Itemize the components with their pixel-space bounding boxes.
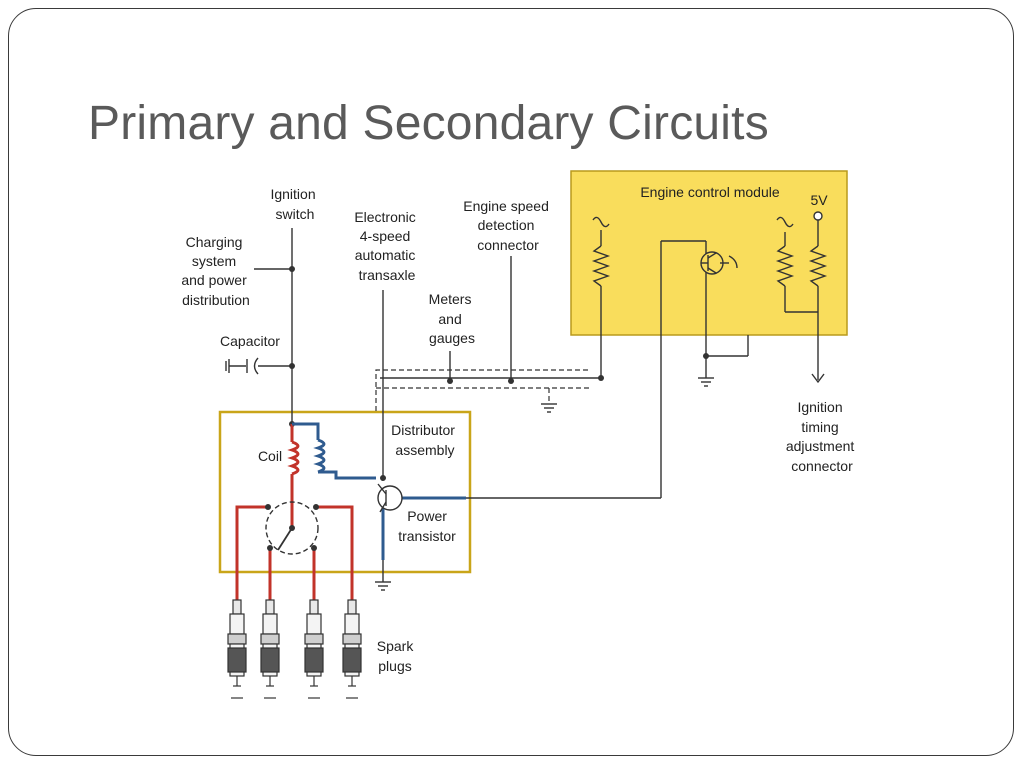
label-charging-system: Charging system and power distribution <box>181 234 250 308</box>
timing-connector-arrow-icon <box>811 373 825 384</box>
slide-title: Primary and Secondary Circuits <box>88 97 769 150</box>
shield-dashed-lines <box>375 369 590 411</box>
ground-icons <box>375 377 714 591</box>
label-capacitor: Capacitor <box>220 333 280 349</box>
sensor-hooks <box>592 216 794 269</box>
label-transaxle: Electronic 4-speed automatic transaxle <box>354 209 419 283</box>
label-power-transistor: Power transistor <box>398 508 456 544</box>
ecm-transistor-icon <box>700 251 729 275</box>
spark-plug-icons <box>227 599 362 699</box>
label-ignition-switch: Ignition switch <box>270 186 319 222</box>
distributor-assembly-box <box>218 410 472 574</box>
label-engine-speed-connector: Engine speed detection connector <box>463 198 553 253</box>
primary-circuit-wires <box>235 424 354 600</box>
distributor-rotor-icon <box>265 501 319 555</box>
label-engine-control-module: Engine control module <box>640 184 780 200</box>
power-transistor-icon <box>377 483 403 513</box>
label-distributor-assembly: Distributor assembly <box>391 422 459 458</box>
five-volt-terminal-icon <box>813 211 823 221</box>
label-spark-plugs: Spark plugs <box>377 638 417 674</box>
resistor-icons <box>591 245 828 287</box>
label-meters-gauges: Meters and gauges <box>429 291 476 346</box>
label-ignition-timing-connector: Ignition timing adjustment connector <box>786 399 858 474</box>
capacitor-icon <box>225 357 259 375</box>
label-5v: 5V <box>810 192 828 208</box>
label-coil: Coil <box>258 448 282 464</box>
secondary-circuit-wires <box>292 422 466 560</box>
